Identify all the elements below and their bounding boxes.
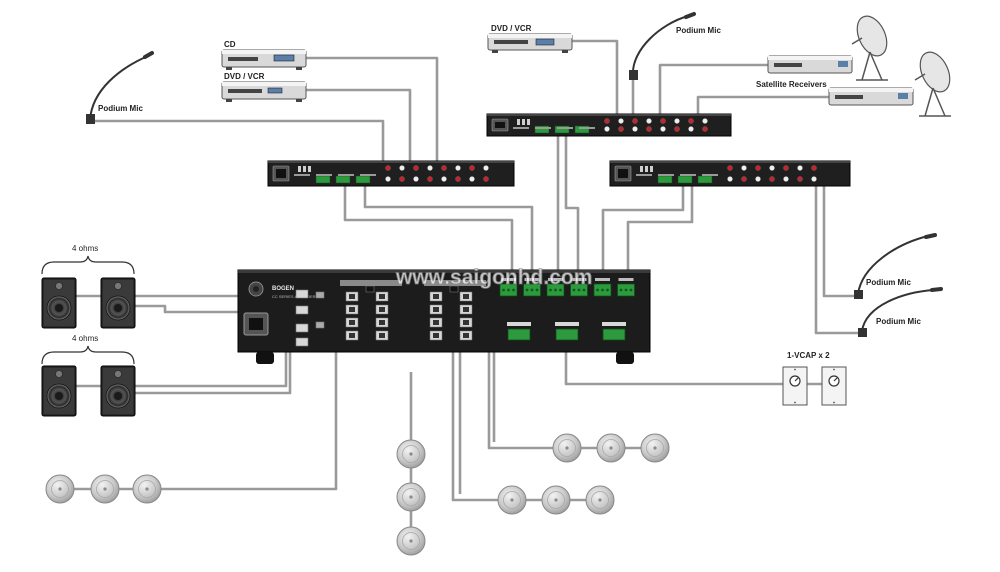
box-speaker [100, 365, 136, 417]
podium-mic-right-lower [858, 287, 943, 337]
amp-input-terminal [546, 278, 565, 297]
satellite-dish-2 [914, 51, 951, 117]
amp-output-group-left [340, 280, 402, 341]
box-speakers [41, 277, 136, 417]
wire-mix-left-a [343, 182, 514, 282]
wire-mix-left-b [363, 182, 534, 282]
box-speaker [41, 277, 77, 329]
amp-input-terminal [523, 278, 541, 297]
dvd-vcr-top [487, 33, 573, 53]
podium-mic-right-upper [854, 233, 937, 299]
amp-input-terminal [499, 278, 518, 297]
amplifier-brand: BOGEN [272, 286, 294, 292]
volume-control-label: 1-VCAP x 2 [787, 351, 830, 360]
dvd-vcr-top-label: DVD / VCR [491, 24, 532, 33]
dvd-vcr-left [221, 81, 307, 102]
amp-output-group-right [424, 280, 486, 341]
box-speaker [41, 365, 77, 417]
wire-mix-top-b [564, 133, 580, 282]
wire-right-mic-2 [814, 182, 862, 335]
ceiling-speaker [541, 485, 571, 515]
mixer-units [267, 113, 851, 187]
ceiling-speaker [132, 474, 162, 504]
wire-cd [306, 56, 439, 170]
wire-ceiling-row-mid-b [434, 330, 462, 494]
ceiling-speaker [585, 485, 615, 515]
wire-satellite-1 [658, 63, 768, 120]
amplifier-input-terminals [499, 278, 635, 297]
ceiling-speaker [396, 482, 426, 512]
ceiling-speaker [596, 433, 626, 463]
mixer-left [267, 160, 515, 187]
podium-mic-right-lower-label: Podium Mic [876, 317, 921, 326]
amplifier-caption: CC SERIES AMPLIFIER [272, 294, 316, 299]
ceiling-speaker [396, 439, 426, 469]
satellite-receiver-2 [828, 87, 914, 106]
speaker-group-bracket-top [41, 255, 135, 275]
wire-spk-top-b [125, 304, 300, 314]
satellite-receiver-1 [767, 55, 853, 74]
ceiling-speaker [45, 474, 75, 504]
ceiling-speaker [552, 433, 582, 463]
main-amplifier: BOGEN CC SERIES AMPLIFIER [237, 269, 651, 364]
amp-input-terminal [570, 278, 588, 297]
ceiling-speaker [497, 485, 527, 515]
wire-mix-right-b [626, 182, 694, 282]
wire-left-mic [95, 119, 385, 170]
satellite-receivers-label: Satellite Receivers [756, 80, 827, 89]
speaker-terminals-4ohm [295, 289, 325, 347]
wire-mix-right-a [601, 182, 685, 282]
wire-dvd-left [306, 88, 412, 170]
podium-mic-right-upper-label: Podium Mic [866, 278, 911, 287]
mixer-top [486, 113, 732, 137]
wire-satellite-2 [696, 95, 829, 120]
cd-label: CD [224, 40, 236, 49]
ceiling-speaker [90, 474, 120, 504]
cd-player [221, 49, 307, 70]
volume-control-1 [782, 366, 808, 406]
speaker-group-bracket-bottom [41, 345, 135, 365]
podium-mic-left-label: Podium Mic [98, 104, 143, 113]
podium-mic-top-label: Podium Mic [676, 26, 721, 35]
amp-input-terminal [593, 278, 612, 297]
podium-mic-left [86, 51, 154, 124]
wire-dvd-top [572, 39, 619, 120]
amplifier-aux-terminals [507, 322, 626, 341]
speaker-group-top-label: 4 ohms [72, 244, 98, 253]
dvd-vcr-left-label: DVD / VCR [224, 72, 265, 81]
speaker-group-bottom-label: 4 ohms [72, 334, 98, 343]
ceiling-speaker [396, 526, 426, 556]
amp-input-terminal [617, 278, 635, 297]
box-speaker [100, 277, 136, 329]
ceiling-speakers [45, 433, 670, 556]
wire-vcap [564, 345, 790, 386]
mixer-right [609, 160, 851, 187]
wire-right-mic-1 [822, 182, 860, 298]
ceiling-speaker [640, 433, 670, 463]
podium-mic-top [629, 12, 696, 80]
satellite-dish-1 [851, 15, 888, 81]
volume-control-2 [821, 366, 847, 406]
amplifier-output-blocks [340, 280, 486, 341]
watermark: www.saigonhd.com [395, 266, 592, 289]
